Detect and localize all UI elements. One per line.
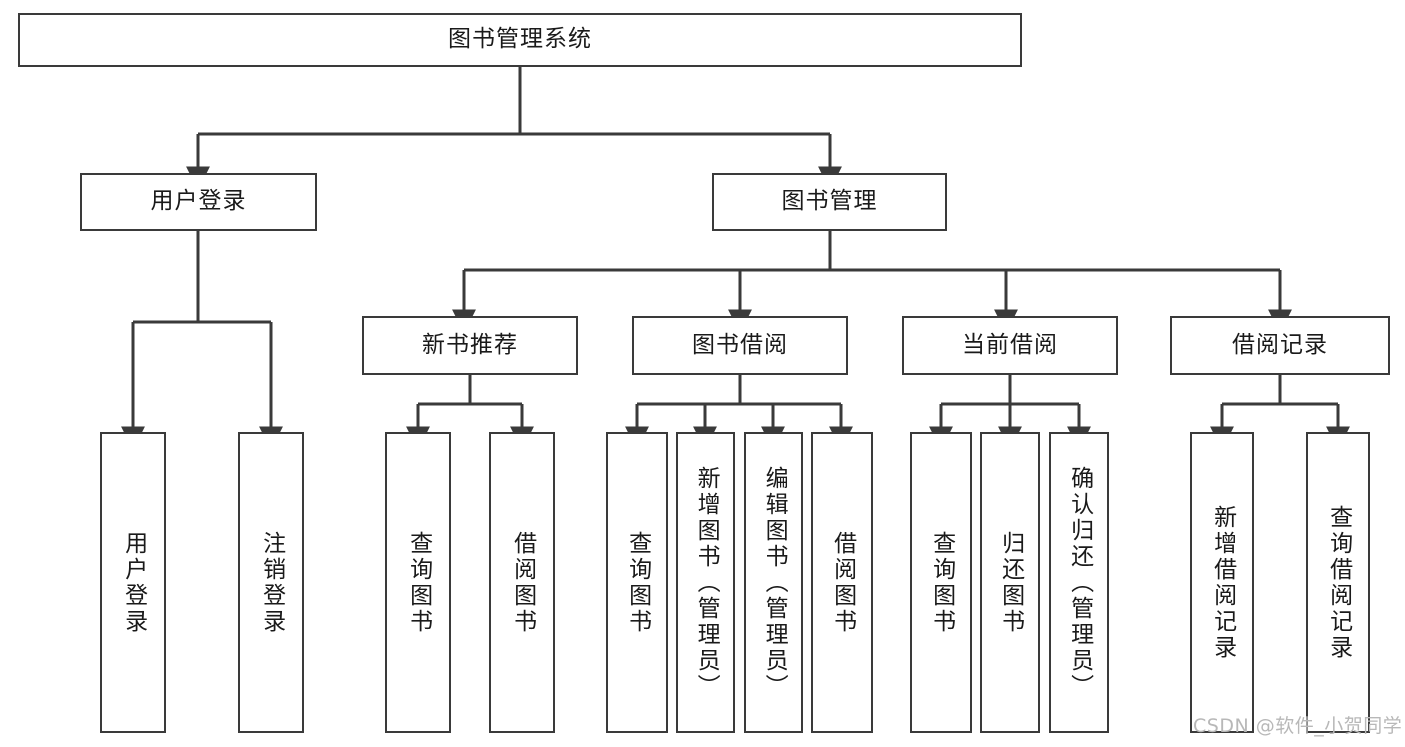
node-borrow-record-label: 借阅记录 (1232, 331, 1328, 358)
node-new-book-recommend-label: 新书推荐 (422, 331, 518, 358)
node-leaf-query-book-2[interactable]: 查询图书 (606, 432, 668, 733)
node-leaf-add-record-label: 新增借阅记录 (1209, 504, 1236, 661)
node-user-login-label: 用户登录 (150, 188, 247, 215)
node-leaf-query-book-3[interactable]: 查询图书 (910, 432, 972, 733)
csdn-watermark: CSDN @软件_小贺同学 (1193, 715, 1403, 737)
node-leaf-add-book-label: 新增图书（管理员） (693, 465, 720, 700)
node-leaf-return-book-label: 归还图书 (997, 530, 1024, 635)
node-leaf-return-book[interactable]: 归还图书 (980, 432, 1040, 733)
node-leaf-logout[interactable]: 注销登录 (238, 432, 304, 733)
node-borrow-record[interactable]: 借阅记录 (1170, 316, 1390, 375)
node-leaf-logout-label: 注销登录 (258, 530, 285, 635)
node-leaf-edit-book-label: 编辑图书（管理员） (761, 465, 788, 700)
node-current-borrow[interactable]: 当前借阅 (902, 316, 1118, 375)
node-root-label: 图书管理系统 (448, 26, 592, 53)
node-current-borrow-label: 当前借阅 (962, 331, 1058, 358)
node-leaf-add-book[interactable]: 新增图书（管理员） (676, 432, 735, 733)
node-leaf-borrow-book-1-label: 借阅图书 (509, 530, 536, 635)
node-user-login[interactable]: 用户登录 (80, 173, 317, 231)
node-book-borrow[interactable]: 图书借阅 (632, 316, 848, 375)
node-leaf-query-book-1-label: 查询图书 (405, 530, 432, 635)
node-leaf-borrow-book-1[interactable]: 借阅图书 (489, 432, 555, 733)
node-root[interactable]: 图书管理系统 (18, 13, 1022, 67)
node-leaf-user-login-label: 用户登录 (120, 530, 147, 635)
node-book-borrow-label: 图书借阅 (692, 331, 788, 358)
node-leaf-query-record[interactable]: 查询借阅记录 (1306, 432, 1370, 733)
node-leaf-query-record-label: 查询借阅记录 (1325, 504, 1352, 661)
node-leaf-user-login[interactable]: 用户登录 (100, 432, 166, 733)
node-book-management-label: 图书管理 (781, 188, 878, 215)
node-leaf-query-book-3-label: 查询图书 (928, 530, 955, 635)
node-leaf-borrow-book-2[interactable]: 借阅图书 (811, 432, 873, 733)
node-leaf-query-book-2-label: 查询图书 (624, 530, 651, 635)
node-leaf-confirm-return[interactable]: 确认归还（管理员） (1049, 432, 1109, 733)
node-book-management[interactable]: 图书管理 (712, 173, 947, 231)
node-new-book-recommend[interactable]: 新书推荐 (362, 316, 578, 375)
node-leaf-borrow-book-2-label: 借阅图书 (829, 530, 856, 635)
node-leaf-edit-book[interactable]: 编辑图书（管理员） (744, 432, 803, 733)
node-leaf-confirm-return-label: 确认归还（管理员） (1066, 465, 1093, 700)
node-leaf-query-book-1[interactable]: 查询图书 (385, 432, 451, 733)
node-leaf-add-record[interactable]: 新增借阅记录 (1190, 432, 1254, 733)
